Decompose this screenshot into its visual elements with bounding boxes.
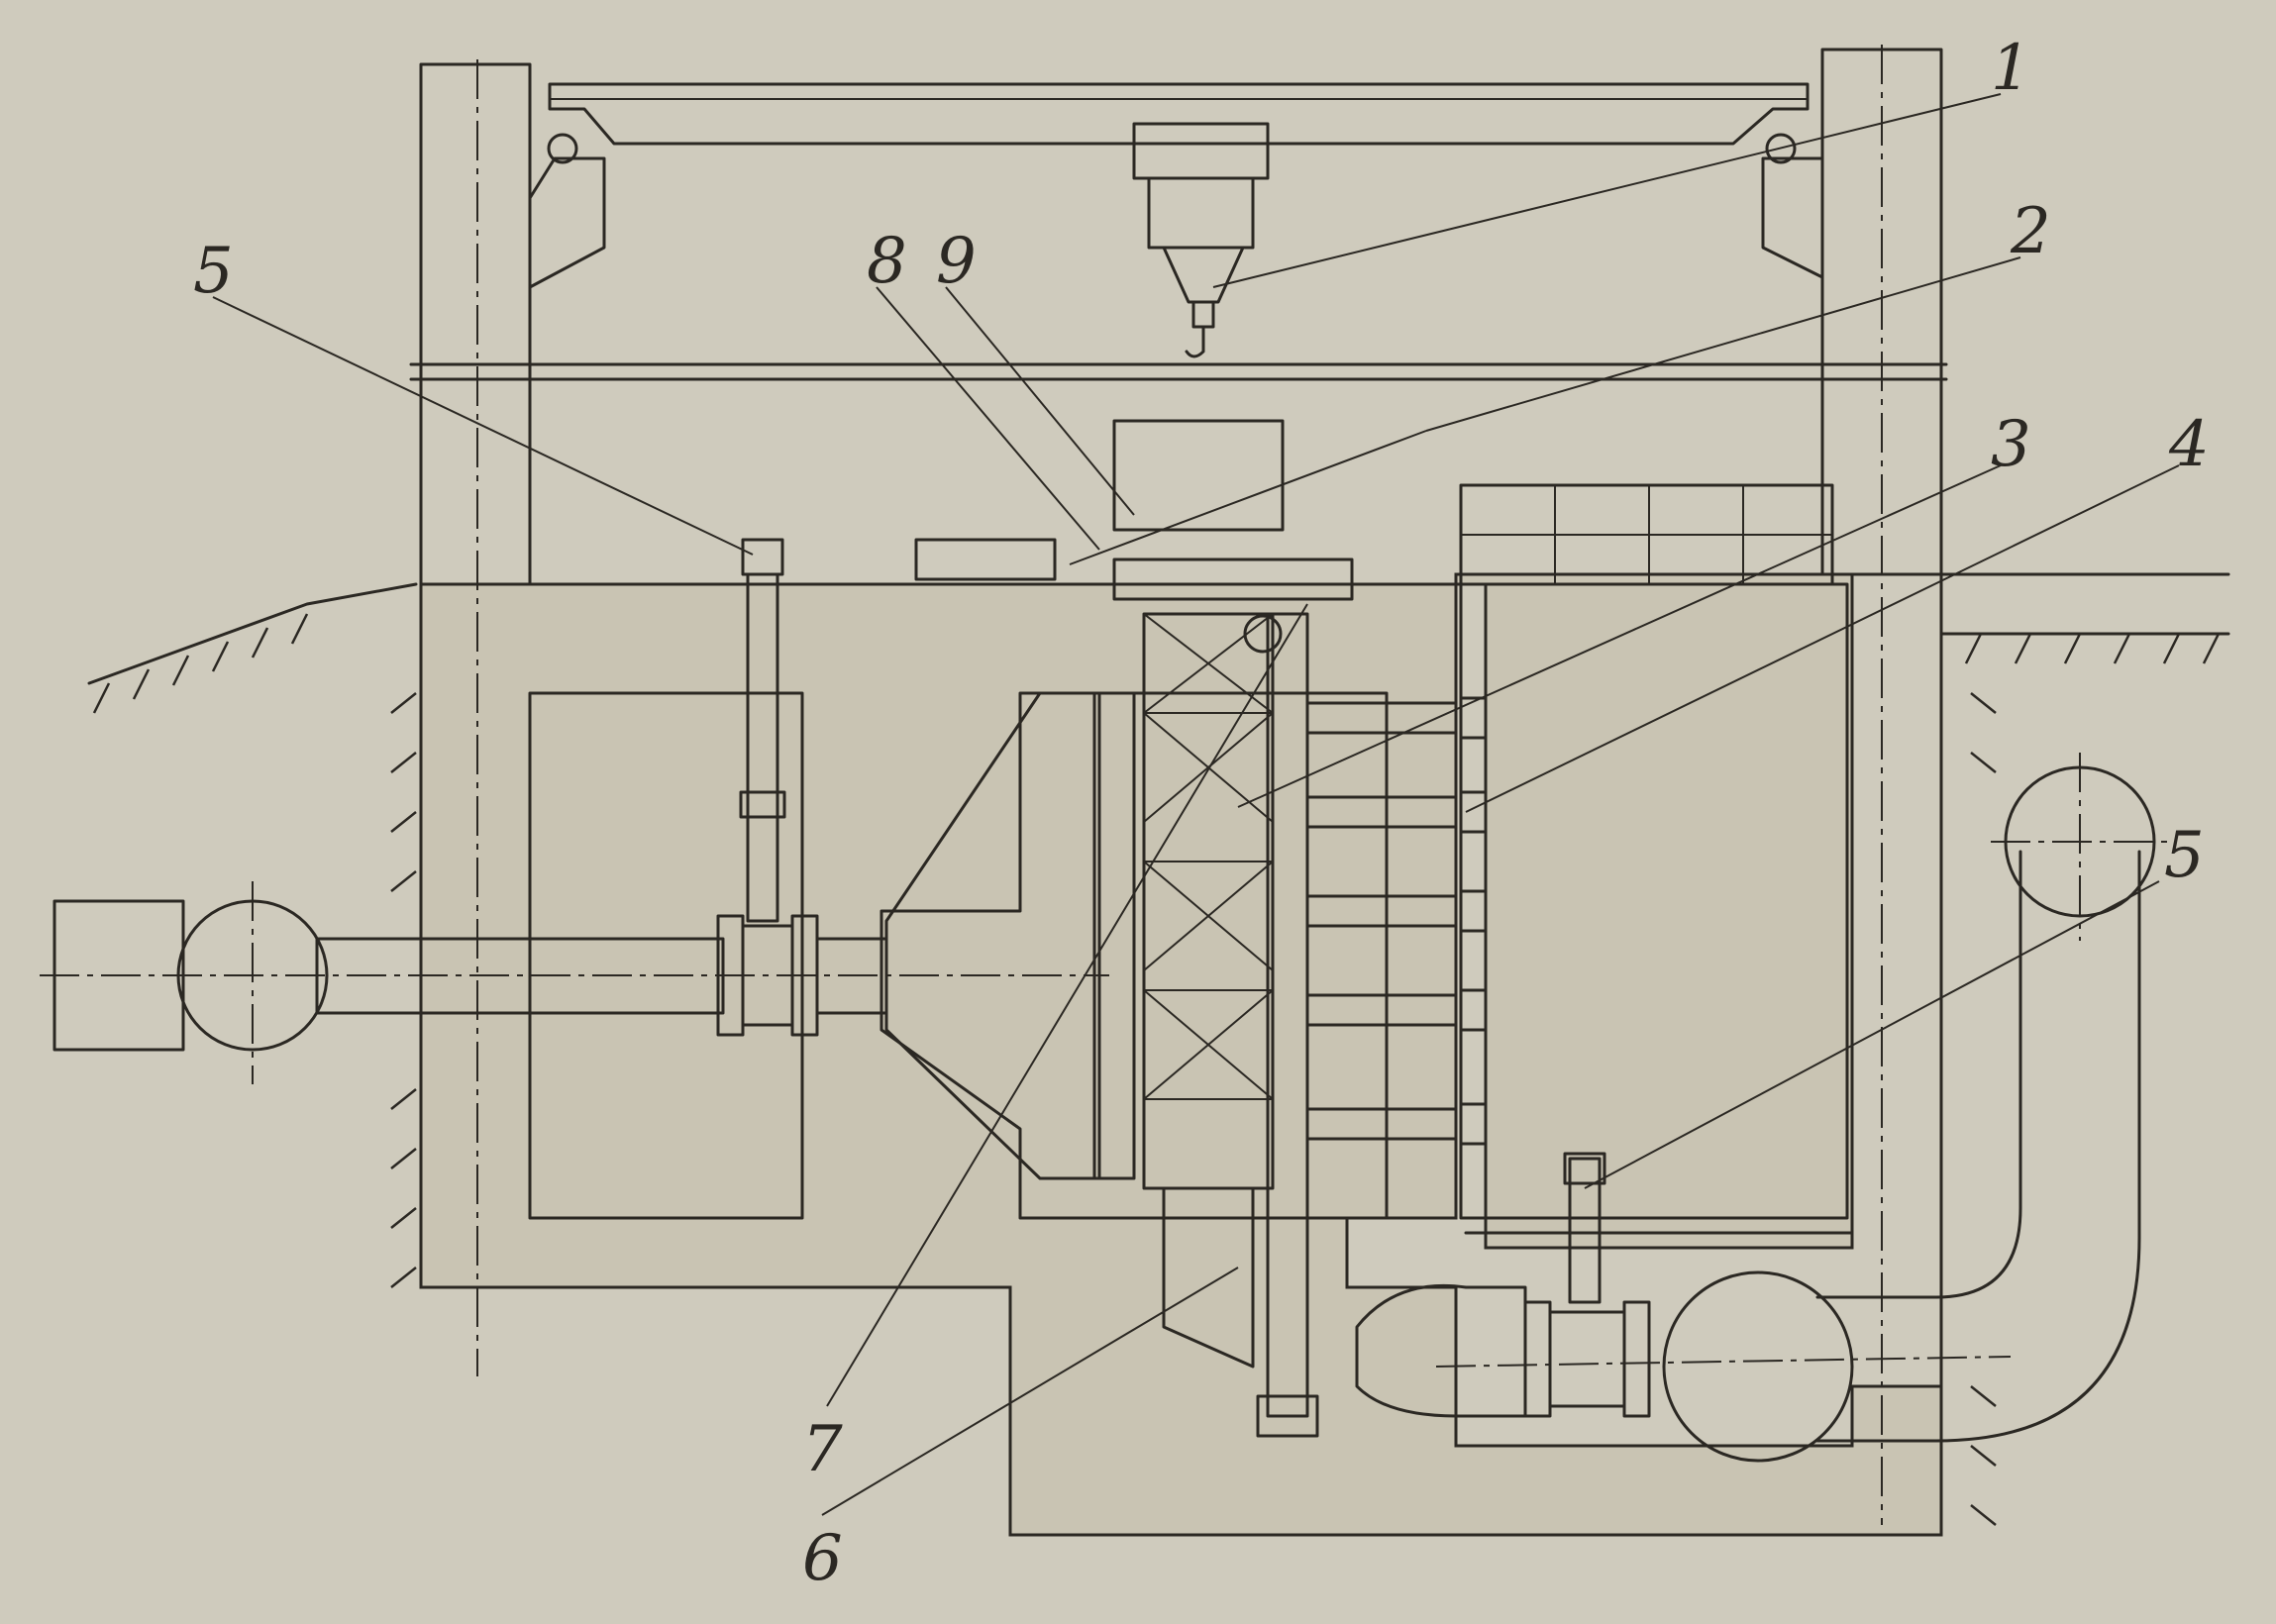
pump-chamber bbox=[879, 691, 1389, 1220]
ground-right bbox=[1939, 632, 2230, 1526]
label-5-right: 5 bbox=[2164, 819, 2205, 892]
ground-left bbox=[87, 582, 418, 1288]
label-1: 1 bbox=[1991, 32, 2031, 105]
label-6: 6 bbox=[802, 1522, 843, 1595]
overhead-crane bbox=[409, 82, 1948, 381]
label-9: 9 bbox=[936, 225, 977, 298]
valve-stem-left bbox=[739, 538, 786, 923]
left-pit bbox=[528, 691, 804, 1220]
building-columns bbox=[419, 45, 1943, 1525]
label-8: 8 bbox=[867, 225, 907, 298]
control-wall bbox=[1459, 483, 2230, 586]
label-3: 3 bbox=[1991, 408, 2031, 481]
discharge-pipe bbox=[1355, 753, 2169, 1463]
label-7: 7 bbox=[802, 1413, 843, 1486]
label-4: 4 bbox=[2168, 408, 2210, 481]
label-5-left: 5 bbox=[193, 235, 234, 308]
label-2: 2 bbox=[2010, 195, 2051, 268]
inlet-pipe bbox=[40, 881, 1109, 1084]
leader-lines bbox=[212, 93, 2180, 1516]
pump-unit bbox=[884, 419, 1488, 1438]
concrete-foundation bbox=[419, 572, 1943, 1537]
